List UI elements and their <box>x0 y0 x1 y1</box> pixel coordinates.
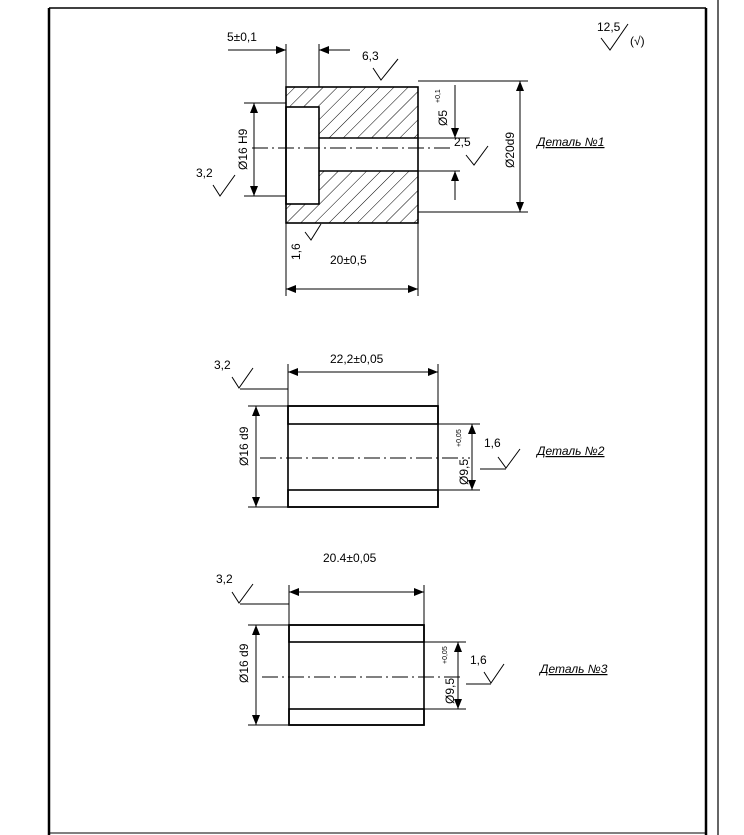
part1-roughness-bottom-text: 1,6 <box>289 243 303 260</box>
part1-roughness-left-text: 3,2 <box>196 166 213 180</box>
part1-body <box>252 86 450 224</box>
sheet-frame <box>47 0 719 835</box>
part3-roughness-left-text: 3,2 <box>216 572 233 586</box>
part3-dim-length-text: 20.4±0,05 <box>323 551 377 565</box>
part2-roughness-bore: 1,6 <box>480 436 521 470</box>
part1-dim-small-hole: Ø5 +0,1 <box>418 85 468 200</box>
part1-dim-flange-text: 5±0,1 <box>227 30 257 44</box>
part2-roughness-bore-text: 1,6 <box>484 436 501 450</box>
part2-dim-bore-tol: +0,05 <box>456 429 463 447</box>
part1-roughness-bottom: 1,6 <box>289 223 322 260</box>
part3-body <box>262 624 460 726</box>
part3-roughness-left: 3,2 <box>216 572 289 605</box>
part1-dim-small-hole-tol: +0,1 <box>435 89 442 103</box>
part2-dim-length: 22,2±0,05 <box>287 352 439 406</box>
part1-roughness-hole: 2,5 <box>454 135 489 166</box>
part1-roughness-top: 6,3 <box>362 49 399 81</box>
part1-dim-length: 20±0,5 <box>285 223 419 296</box>
part2-roughness-left-text: 3,2 <box>214 358 231 372</box>
part1-label: Деталь №1 <box>535 135 604 149</box>
part2-dim-bore: Ø9,5 +0,05 <box>438 423 480 491</box>
part1-roughness-left: 3,2 <box>196 166 236 197</box>
part1-dim-small-hole-text: Ø5 <box>436 110 450 126</box>
part1-dim-outer-text: Ø20d9 <box>503 132 517 168</box>
general-roughness-value: 12,5 <box>597 20 621 34</box>
part3-dim-bore-tol: +0,05 <box>442 646 449 664</box>
part3-drawing: 3,2 20.4±0,05 Ø16 d9 Ø9,5 <box>216 551 608 726</box>
part2-drawing: 3,2 22,2±0,05 Ø16 d9 Ø9,5 <box>214 352 605 508</box>
general-roughness-symbol: 12,5 (√) <box>597 20 645 51</box>
part1-dim-length-text: 20±0,5 <box>330 253 367 267</box>
part3-dim-bore: Ø9,5 +0,05 <box>424 641 466 710</box>
part1-roughness-top-text: 6,3 <box>362 49 379 63</box>
part1-dim-flange: 5±0,1 <box>227 30 350 87</box>
part3-roughness-bore: 1,6 <box>466 653 505 685</box>
part2-dim-length-text: 22,2±0,05 <box>330 352 384 366</box>
part2-dim-outer-text: Ø16 d9 <box>237 426 251 466</box>
part1-drawing: 5±0,1 6,3 Ø16 H9 3,2 <box>196 30 604 296</box>
part2-dim-outer: Ø16 d9 <box>237 405 288 508</box>
part3-roughness-bore-text: 1,6 <box>470 653 487 667</box>
part1-dim-bore: Ø16 H9 <box>236 102 286 197</box>
part3-dim-bore-text: Ø9,5 <box>443 678 457 704</box>
part3-dim-length: 20.4±0,05 <box>288 551 425 625</box>
part1-roughness-hole-text: 2,5 <box>454 135 471 149</box>
part2-body <box>260 405 470 508</box>
part3-label: Деталь №3 <box>538 662 608 676</box>
part3-dim-outer-text: Ø16 d9 <box>237 643 251 683</box>
part1-dim-outer: Ø20d9 <box>418 80 528 213</box>
general-roughness-paren: (√) <box>630 34 645 48</box>
part2-label: Деталь №2 <box>535 444 605 458</box>
part1-dim-bore-text: Ø16 H9 <box>236 128 250 170</box>
part3-dim-outer: Ø16 d9 <box>237 624 289 726</box>
part2-dim-bore-text: Ø9,5 <box>457 459 471 485</box>
part2-roughness-left: 3,2 <box>214 358 288 390</box>
